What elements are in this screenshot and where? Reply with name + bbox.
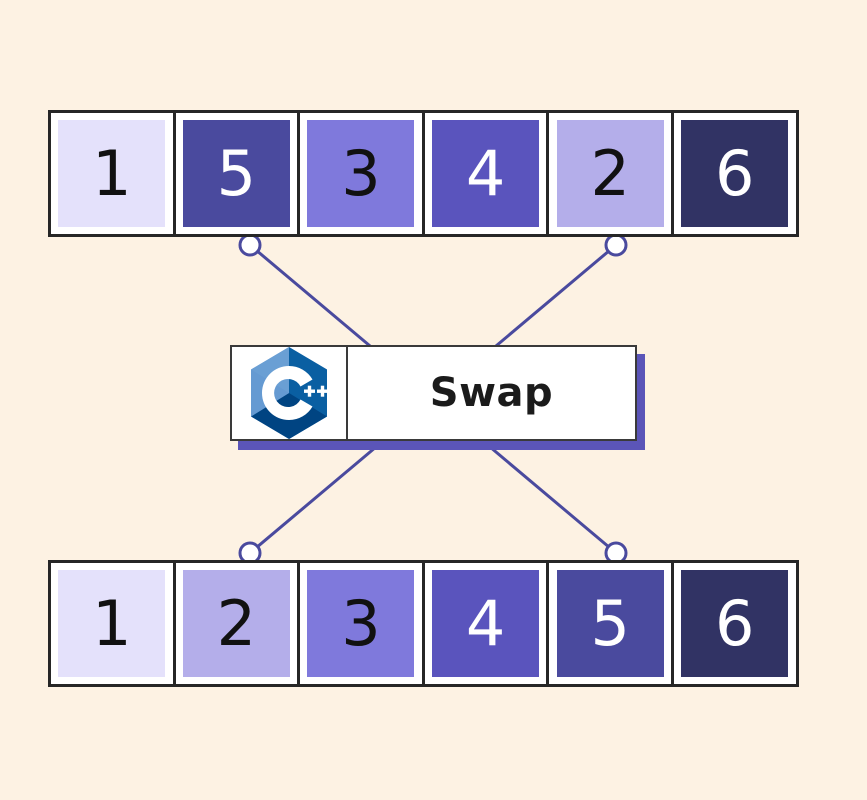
array-cell[interactable]: 4	[421, 110, 550, 237]
array-cell[interactable]: 2	[172, 560, 301, 687]
swap-node[interactable]: Swap	[230, 345, 645, 450]
array-cell-value: 3	[307, 120, 415, 227]
cpp-logo-cell	[232, 347, 348, 439]
array-cell-value: 6	[681, 120, 789, 227]
array-cell[interactable]: 5	[172, 110, 301, 237]
array-cell[interactable]: 1	[48, 560, 176, 687]
swap-label-cell: Swap	[348, 347, 635, 439]
array-cell-value: 4	[432, 120, 540, 227]
array-cell-value: 5	[182, 120, 290, 227]
array-cell-value: 6	[681, 570, 789, 677]
array-cell[interactable]: 4	[421, 560, 550, 687]
array-cell[interactable]: 2	[546, 110, 674, 237]
array-cell-value: 2	[556, 120, 664, 227]
array-cell[interactable]: 6	[670, 110, 799, 237]
array-cell[interactable]: 3	[297, 110, 425, 237]
array-cell[interactable]: 3	[297, 560, 425, 687]
array-cell-value: 1	[58, 570, 166, 677]
cpp-logo-icon	[251, 347, 328, 439]
array-cell[interactable]: 5	[546, 560, 674, 687]
array-cell-value: 1	[58, 120, 166, 227]
swap-node-body[interactable]: Swap	[230, 345, 637, 441]
array-cell-value: 5	[556, 570, 664, 677]
swap-label: Swap	[429, 370, 554, 416]
array-cell[interactable]: 1	[48, 110, 176, 237]
array-cell-value: 3	[307, 570, 415, 677]
endpoint-top-index-4[interactable]	[604, 233, 628, 257]
array-cell-value: 2	[182, 570, 290, 677]
array-cell[interactable]: 6	[670, 560, 799, 687]
endpoint-top-index-1[interactable]	[238, 233, 262, 257]
array-cell-value: 4	[432, 570, 540, 677]
